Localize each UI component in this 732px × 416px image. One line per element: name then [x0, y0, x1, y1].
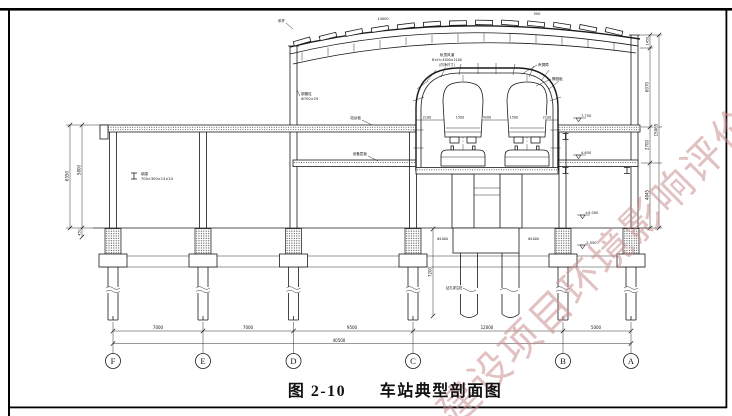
- left-dim-inner: 5800: [76, 164, 81, 175]
- caption-number: 图 2-10: [288, 382, 346, 400]
- train-right: [504, 74, 550, 173]
- level-markers: 7.750 4.650 ±0.000 -2.550: [572, 114, 599, 249]
- train-left: [440, 74, 486, 173]
- label-column-size: Φ700×25: [301, 97, 318, 101]
- center-pile-dim-text: 7200: [427, 266, 432, 277]
- right-dim-0: 1450: [646, 37, 650, 45]
- right-dim-total: 15065: [654, 123, 659, 136]
- right-dim-2: 2700: [645, 139, 650, 150]
- label-pile-1: Φ1000: [437, 237, 448, 241]
- level-mezzanine: 4.650: [581, 151, 592, 155]
- right-dims: 1450 6070 2700 4845 15065: [640, 32, 662, 231]
- right-dim-1: 6070: [645, 81, 650, 92]
- track-floor-slab: [415, 167, 559, 175]
- figure-caption: 图 2-10 车站典型剖面图: [288, 381, 503, 400]
- label-beam: 钢梁: [141, 171, 149, 176]
- tunnel-dim-4: 2100: [543, 116, 551, 120]
- label-duct-2: B×H=4500×2100: [432, 58, 462, 62]
- level-footing: -2.550: [585, 241, 597, 245]
- label-duct-3: (内净尺寸): [439, 62, 455, 67]
- axis-c: C: [410, 356, 416, 366]
- label-pile-3: 钻孔灌注桩: [446, 285, 463, 290]
- level-ground: ±0.000: [585, 211, 599, 215]
- total-dim: 40500: [333, 338, 346, 343]
- label-column: 钢管柱: [301, 91, 312, 96]
- tunnel-dims: 2100 1500 4200 1500 2100: [422, 115, 552, 120]
- label-slab-1: 站台板: [350, 115, 361, 120]
- label-arch-2: 隔音板: [552, 76, 563, 81]
- tunnel-dim-0: 2100: [423, 116, 431, 120]
- label-arch-1: 声屏障: [538, 62, 549, 67]
- left-dim-outer: 6550: [64, 170, 69, 181]
- tunnel-dim-1: 1500: [456, 116, 464, 120]
- roof-panels: [292, 19, 624, 47]
- tunnel-dim-2: 4200: [483, 116, 491, 120]
- axis-a: A: [628, 356, 635, 366]
- axis-b: B: [560, 356, 566, 366]
- span-dim-1: 7000: [243, 325, 254, 330]
- arched-roof: [289, 19, 641, 65]
- center-pile-dim: 7200: [427, 226, 436, 319]
- axis-d: D: [290, 356, 296, 366]
- platform-slab: [99, 124, 641, 140]
- axis-f: F: [111, 356, 116, 366]
- grid-bubbles: F E D C B A: [105, 353, 639, 369]
- caption-title: 车站典型剖面图: [380, 381, 503, 400]
- tunnel-dim-3: 1500: [510, 116, 518, 120]
- left-dims: 6550 5800 450: [64, 122, 100, 240]
- label-roof-spacing: 14000: [377, 17, 389, 21]
- annotations: 系杆 14000 500 钢管柱 Φ700×25 钢梁 700×300×13×2…: [141, 11, 563, 290]
- label-beam-size: 700×300×13×24: [141, 177, 174, 181]
- label-roof-edge: 500: [534, 12, 542, 16]
- page-border: [0, 8, 732, 416]
- label-roof-tie: 系杆: [278, 18, 286, 23]
- right-dim-3: 4845: [645, 189, 650, 200]
- span-dim-2: 9500: [347, 325, 358, 330]
- span-dim-3: 12000: [481, 325, 494, 330]
- bottom-dims: 7000 7000 9500 12000 5000 40500: [110, 322, 634, 354]
- span-dim-4: 5000: [591, 325, 602, 330]
- axis-e: E: [200, 356, 205, 366]
- label-duct-1: 轨顶风道: [440, 52, 455, 57]
- left-dim-below: 450: [77, 229, 81, 235]
- label-pile-2: Φ1000: [528, 237, 539, 241]
- center-portal-frame: [451, 173, 523, 318]
- span-dim-0: 7000: [153, 325, 164, 330]
- label-slab-2: 设备层板: [353, 151, 368, 156]
- level-platform: 7.750: [581, 114, 592, 118]
